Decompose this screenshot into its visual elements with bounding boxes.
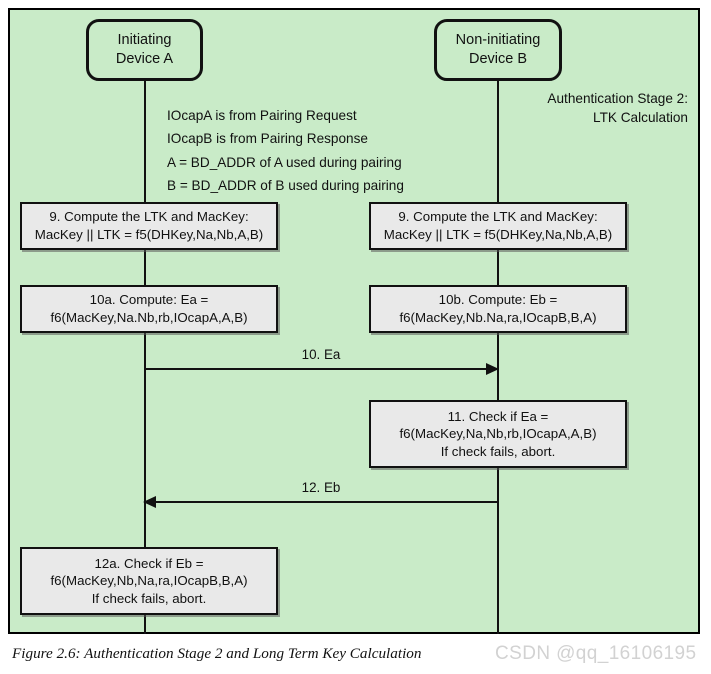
lifeline-device-b	[497, 80, 499, 634]
device-box-initiating-a[interactable]: Initiating Device A	[86, 19, 203, 81]
step-9-a-line1: 9. Compute the LTK and MacKey:	[49, 209, 249, 225]
step-12a-line1: 12a. Check if Eb =	[94, 555, 204, 571]
message-12-eb-line	[144, 501, 498, 503]
definition-line-1: IOcapA is from Pairing Request	[167, 108, 357, 123]
step-11-line3: If check fails, abort.	[440, 443, 556, 459]
arrowhead-right-icon	[486, 363, 499, 375]
sequence-diagram-frame: Initiating Device A Non-initiating Devic…	[8, 8, 700, 634]
device-a-line1: Initiating	[117, 32, 172, 49]
stage-label-line2: LTK Calculation	[593, 110, 688, 126]
step-9-b-line2: MacKey || LTK = f5(DHKey,Na,Nb,A,B)	[383, 227, 613, 242]
message-12-eb-label: 12. Eb	[301, 480, 341, 495]
step-10b-line1: 10b. Compute: Eb =	[438, 292, 558, 308]
step-10a-line2: f6(MacKey,Na.Nb,rb,IOcapA,A,B)	[50, 310, 248, 325]
definition-line-2: IOcapB is from Pairing Response	[167, 131, 368, 147]
message-10-ea-line	[144, 368, 498, 370]
arrowhead-left-icon	[143, 496, 156, 508]
step-box-9-device-a[interactable]: 9. Compute the LTK and MacKey: MacKey ||…	[20, 202, 278, 250]
step-11-line2: f6(MacKey,Na,Nb,rb,IOcapA,A,B)	[399, 426, 597, 442]
device-box-non-initiating-b[interactable]: Non-initiating Device B	[434, 19, 562, 81]
device-b-line2: Device B	[468, 51, 528, 67]
lifeline-device-a	[144, 80, 146, 634]
step-box-10b[interactable]: 10b. Compute: Eb = f6(MacKey,Nb.Na,ra,IO…	[369, 285, 627, 333]
step-box-9-device-b[interactable]: 9. Compute the LTK and MacKey: MacKey ||…	[369, 202, 627, 250]
step-11-line1: 11. Check if Ea =	[447, 408, 549, 424]
stage-label-line1: Authentication Stage 2:	[547, 91, 688, 106]
device-a-line2: Device A	[115, 51, 174, 67]
definitions-note: IOcapA is from Pairing Request IOcapB is…	[167, 104, 404, 198]
device-b-line1: Non-initiating	[455, 32, 541, 49]
step-9-a-line2: MacKey || LTK = f5(DHKey,Na,Nb,A,B)	[34, 227, 264, 242]
definition-line-4: B = BD_ADDR of B used during pairing	[167, 178, 404, 194]
message-10-ea-label: 10. Ea	[301, 347, 341, 362]
step-12a-line2: f6(MacKey,Nb,Na,ra,IOcapB,B,A)	[50, 573, 248, 589]
step-box-11[interactable]: 11. Check if Ea = f6(MacKey,Na,Nb,rb,IOc…	[369, 400, 627, 468]
figure-caption: Figure 2.6: Authentication Stage 2 and L…	[12, 645, 422, 662]
step-9-b-line1: 9. Compute the LTK and MacKey:	[398, 209, 598, 225]
step-10a-line1: 10a. Compute: Ea =	[89, 292, 209, 308]
definition-line-3: A = BD_ADDR of A used during pairing	[167, 154, 402, 170]
step-box-10a[interactable]: 10a. Compute: Ea = f6(MacKey,Na.Nb,rb,IO…	[20, 285, 278, 333]
watermark-text: CSDN @qq_16106195	[495, 643, 697, 664]
stage-label: Authentication Stage 2: LTK Calculation	[547, 89, 688, 127]
step-12a-line3: If check fails, abort.	[91, 590, 207, 606]
step-box-12a[interactable]: 12a. Check if Eb = f6(MacKey,Nb,Na,ra,IO…	[20, 547, 278, 615]
step-10b-line2: f6(MacKey,Nb.Na,ra,IOcapB,B,A)	[399, 310, 597, 325]
